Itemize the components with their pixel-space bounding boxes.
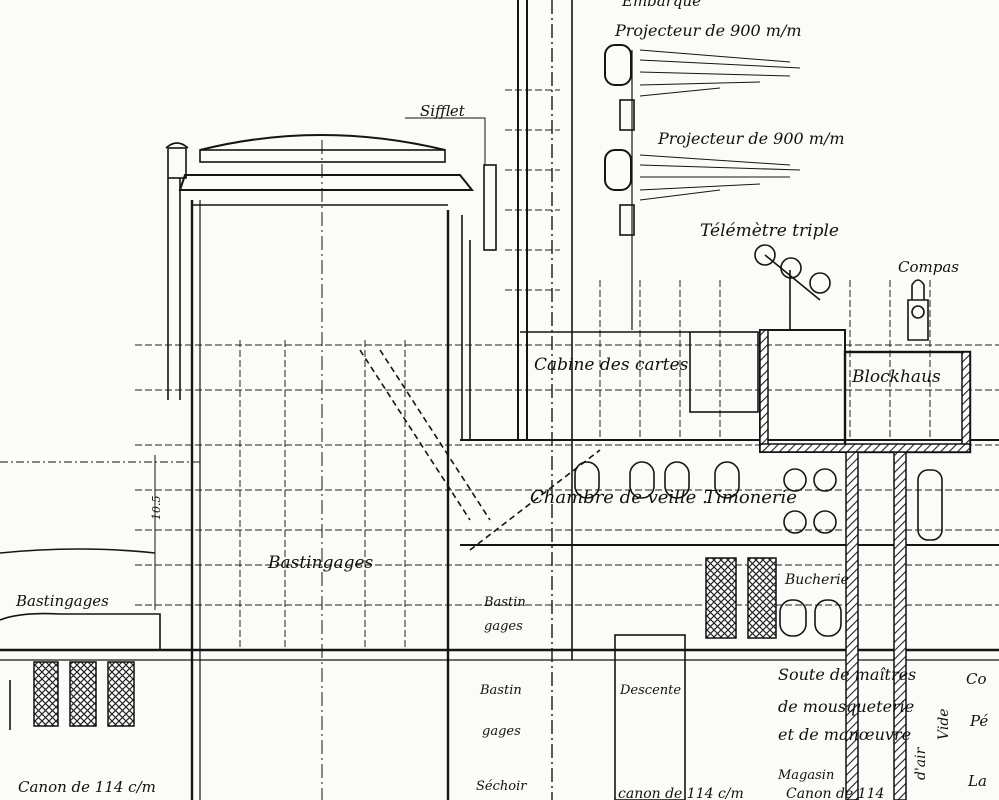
label-blockhaus: Blockhaus	[851, 367, 941, 387]
hatched-panels	[33, 329, 971, 800]
wall-hatch-1	[845, 451, 859, 800]
label-projecteur-mid: Projecteur de 900 m/m	[657, 129, 845, 148]
label-dair: d'air	[913, 746, 929, 780]
hatch-panel-5	[107, 661, 135, 727]
label-dimension: 10.5	[150, 496, 163, 521]
telemeter-lens-3	[809, 272, 831, 294]
label-timonerie: Timonerie	[704, 487, 797, 508]
porthole-3	[783, 510, 807, 534]
label-bastingages-small-2: gages	[484, 619, 523, 634]
chart-cabin-box	[689, 331, 759, 413]
label-bastingages-mid-1: Bastin	[479, 683, 522, 698]
label-descente: Descente	[619, 683, 681, 698]
left-bastingage-top	[0, 548, 156, 554]
porthole-6	[814, 599, 842, 637]
projector-beam-top	[639, 49, 801, 97]
label-soute-1: Soute de maîtres	[778, 665, 916, 684]
compas-housing	[907, 279, 929, 341]
label-edge-pe: Pé	[969, 712, 988, 730]
label-canon-left: Canon de 114 c/m	[18, 778, 156, 796]
hatch-panel-1	[705, 557, 737, 639]
label-bastingages-main: Bastingages	[267, 553, 374, 573]
label-bucherie: Bucherie	[784, 572, 849, 588]
label-edge-la: La	[967, 772, 987, 790]
hatch-panel-2	[747, 557, 777, 639]
sifflet-leader	[405, 117, 486, 165]
porthole-1	[783, 468, 807, 492]
projector-stand-mid	[619, 204, 635, 236]
label-sifflet: Sifflet	[420, 102, 466, 120]
sifflet-pipes	[461, 215, 471, 440]
label-chambre: Chambre de veille .	[530, 487, 708, 508]
tower-roof	[178, 174, 475, 191]
stair-diagonal	[359, 349, 491, 521]
label-canon-right: Canon de 114	[786, 786, 884, 800]
hatch-panel-4	[69, 661, 97, 727]
projector-top	[604, 44, 632, 86]
chimney-top	[165, 142, 189, 149]
projector-beam-mid	[639, 154, 801, 201]
label-telemetre: Télémètre triple	[700, 221, 839, 241]
label-cabine: Cabine des cartes	[534, 355, 689, 375]
descente-box	[614, 634, 686, 800]
projector-stand-top	[619, 99, 635, 131]
label-embarque: Embarque	[621, 0, 701, 10]
floor-hatch	[759, 443, 971, 453]
hatch-panel-3	[33, 661, 59, 727]
label-compas: Compas	[898, 258, 959, 276]
porthole-4	[813, 510, 837, 534]
telemeter-frame	[764, 254, 821, 331]
tower-dome	[199, 134, 446, 151]
stair-diagonal-2	[469, 449, 601, 551]
label-sechoir: Séchoir	[476, 779, 527, 794]
wall-hatch-3	[759, 329, 769, 453]
label-canon-mid: canon de 114 c/m	[618, 786, 744, 800]
telemeter-lens-2	[780, 257, 802, 279]
chimney-cap	[167, 147, 187, 179]
label-edge-co: Co	[966, 670, 987, 688]
label-soute-2: de mousqueterie	[778, 697, 914, 716]
telemeter-lens-1	[754, 244, 776, 266]
label-bastingages-left: Bastingages	[15, 592, 109, 610]
label-projecteur-top: Projecteur de 900 m/m	[614, 21, 802, 40]
wall-hatch-4	[961, 351, 971, 453]
right-window	[917, 469, 943, 541]
left-bastingage	[0, 612, 161, 650]
window-1	[574, 461, 600, 499]
blockhaus-left	[759, 329, 846, 453]
label-vide: Vide	[936, 708, 952, 740]
compas-dial	[911, 305, 925, 319]
sifflet-pipe	[483, 164, 497, 251]
wall-hatch-2	[893, 451, 907, 800]
window-3	[714, 461, 740, 499]
label-bastingages-small-1: Bastin	[483, 595, 526, 610]
window-4	[664, 461, 690, 499]
window-2	[629, 461, 655, 499]
label-bastingages-mid-2: gages	[482, 724, 521, 739]
label-magasin: Magasin	[777, 768, 834, 783]
dashed-grid	[135, 89, 999, 650]
porthole-5	[779, 599, 807, 637]
porthole-2	[813, 468, 837, 492]
projector-mid	[604, 149, 632, 191]
label-soute-3: et de manœuvre	[778, 725, 911, 744]
